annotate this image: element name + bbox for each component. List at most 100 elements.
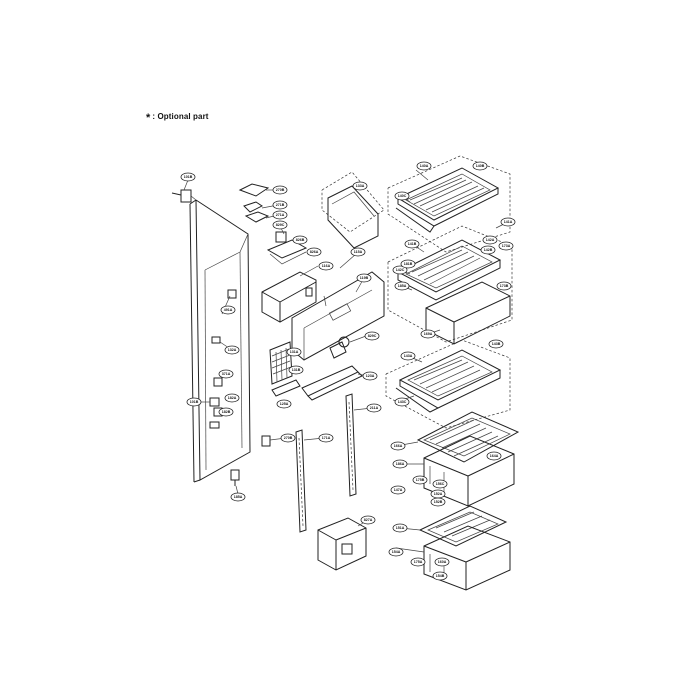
- svg-text:160A: 160A: [438, 560, 447, 564]
- svg-text:141A: 141A: [504, 220, 513, 224]
- svg-text:152B: 152B: [434, 500, 443, 504]
- callout-371a: 371A: [218, 369, 234, 379]
- crisper-drawer-lower: [423, 525, 511, 591]
- svg-text:154A: 154A: [392, 550, 401, 554]
- callout-131a: 131A: [286, 347, 302, 357]
- crisper-cover-glass: [416, 411, 520, 463]
- svg-text:147A: 147A: [394, 488, 403, 492]
- svg-text:826A: 826A: [310, 250, 319, 254]
- shelf-rail-left: [295, 429, 307, 533]
- callout-101b-top: 101B: [180, 172, 196, 182]
- callout-173a: 173A: [498, 241, 514, 251]
- svg-text:175A: 175A: [414, 560, 423, 564]
- callout-140c: 140C: [394, 191, 410, 201]
- callout-132a: 132A: [224, 345, 240, 355]
- optional-part-note: *: Optional part: [146, 112, 209, 124]
- svg-text:182B: 182B: [222, 410, 231, 414]
- callout-175b: 175B: [412, 475, 428, 485]
- callout-154a: 154A: [388, 547, 404, 557]
- callout-154b: 154B: [432, 571, 448, 581]
- callout-829c-mid: 829C: [364, 331, 380, 341]
- svg-text:186A: 186A: [396, 462, 405, 466]
- callout-271b: 271B: [272, 200, 288, 210]
- svg-text:169A: 169A: [424, 332, 433, 336]
- svg-text:143B: 143B: [492, 342, 501, 346]
- fan-grill: [269, 341, 293, 385]
- callout-270b-bottom: 270B: [280, 433, 296, 443]
- callout-141a: 141A: [500, 217, 516, 227]
- svg-text:131A: 131A: [290, 350, 299, 354]
- crisper-drawer-upper: [423, 435, 515, 507]
- svg-text:270B: 270B: [276, 188, 285, 192]
- callout-123a: 123A: [362, 371, 378, 381]
- svg-text:156C: 156C: [436, 482, 445, 486]
- svg-text:132A: 132A: [228, 348, 237, 352]
- svg-text:271B: 271B: [276, 203, 285, 207]
- callout-181b: 181B: [400, 259, 416, 269]
- svg-text:142B: 142B: [484, 248, 493, 252]
- vegetable-tray-frame: [418, 505, 508, 547]
- callout-826a: 826A: [306, 247, 322, 257]
- svg-text:115A: 115A: [354, 250, 363, 254]
- svg-text:181B: 181B: [404, 262, 413, 266]
- leveling-foot: [230, 469, 240, 486]
- callout-147a: 147A: [390, 485, 406, 495]
- callout-133a: 133A: [352, 181, 368, 191]
- cabinet-outline: [189, 199, 251, 483]
- svg-text:125A: 125A: [280, 402, 289, 406]
- lamp-cover: [301, 365, 363, 401]
- svg-text:131B: 131B: [292, 368, 301, 372]
- svg-text:270B: 270B: [284, 436, 293, 440]
- svg-text:827A: 827A: [364, 518, 373, 522]
- callout-271a: 271A: [272, 210, 288, 220]
- svg-text:143C: 143C: [398, 400, 407, 404]
- svg-text:116A: 116A: [322, 264, 331, 268]
- svg-text:171A: 171A: [322, 436, 331, 440]
- callout-141b: 141B: [404, 239, 420, 249]
- svg-text:142C: 142C: [396, 268, 405, 272]
- svg-text:101B: 101B: [190, 400, 199, 404]
- callout-185a-foot: 185A: [230, 492, 246, 502]
- callout-826b: 826B: [292, 235, 308, 245]
- callout-491a: 491A: [220, 305, 236, 315]
- svg-text:182A: 182A: [228, 396, 237, 400]
- glass-shelf-lower: [395, 349, 502, 413]
- callout-115a: 115A: [350, 247, 366, 257]
- svg-text:185A: 185A: [234, 495, 243, 499]
- callout-140b: 140B: [472, 161, 488, 171]
- svg-text:371A: 371A: [222, 372, 231, 376]
- svg-text:151A: 151A: [396, 526, 405, 530]
- top-brackets: [238, 183, 308, 265]
- light-housing-panel: [291, 271, 385, 361]
- callout-182a: 182A: [224, 393, 240, 403]
- callout-142b: 142B: [480, 245, 496, 255]
- callout-827a: 827A: [360, 515, 376, 525]
- svg-text:123A: 123A: [366, 374, 375, 378]
- svg-text:154B: 154B: [436, 574, 445, 578]
- glass-shelf-middle: [396, 239, 502, 301]
- callout-156c: 156C: [432, 479, 448, 489]
- callout-140a: 140A: [416, 161, 432, 171]
- glass-shelf-top: [395, 167, 500, 233]
- svg-text:140C: 140C: [398, 194, 407, 198]
- callout-185a-shelf: 185A: [394, 281, 410, 291]
- svg-text:173A: 173A: [502, 244, 511, 248]
- optional-marker: *: [146, 112, 151, 124]
- cabinet-clips: [209, 289, 271, 447]
- callout-160a: 160A: [434, 557, 450, 567]
- top-hinge: [171, 189, 197, 203]
- svg-text:173B: 173B: [500, 284, 509, 288]
- callout-175a: 175A: [410, 557, 426, 567]
- svg-text:829C: 829C: [276, 223, 285, 227]
- svg-text:164A: 164A: [490, 454, 499, 458]
- callout-270b-top: 270B: [272, 185, 288, 195]
- callout-143b: 143B: [488, 339, 504, 349]
- svg-text:826B: 826B: [296, 238, 305, 242]
- callout-142c: 142C: [392, 265, 408, 275]
- lamp-socket: [329, 336, 350, 359]
- callout-116a: 116A: [318, 261, 334, 271]
- svg-text:133A: 133A: [356, 184, 365, 188]
- svg-text:829C: 829C: [368, 334, 377, 338]
- callout-152b: 152B: [430, 497, 446, 507]
